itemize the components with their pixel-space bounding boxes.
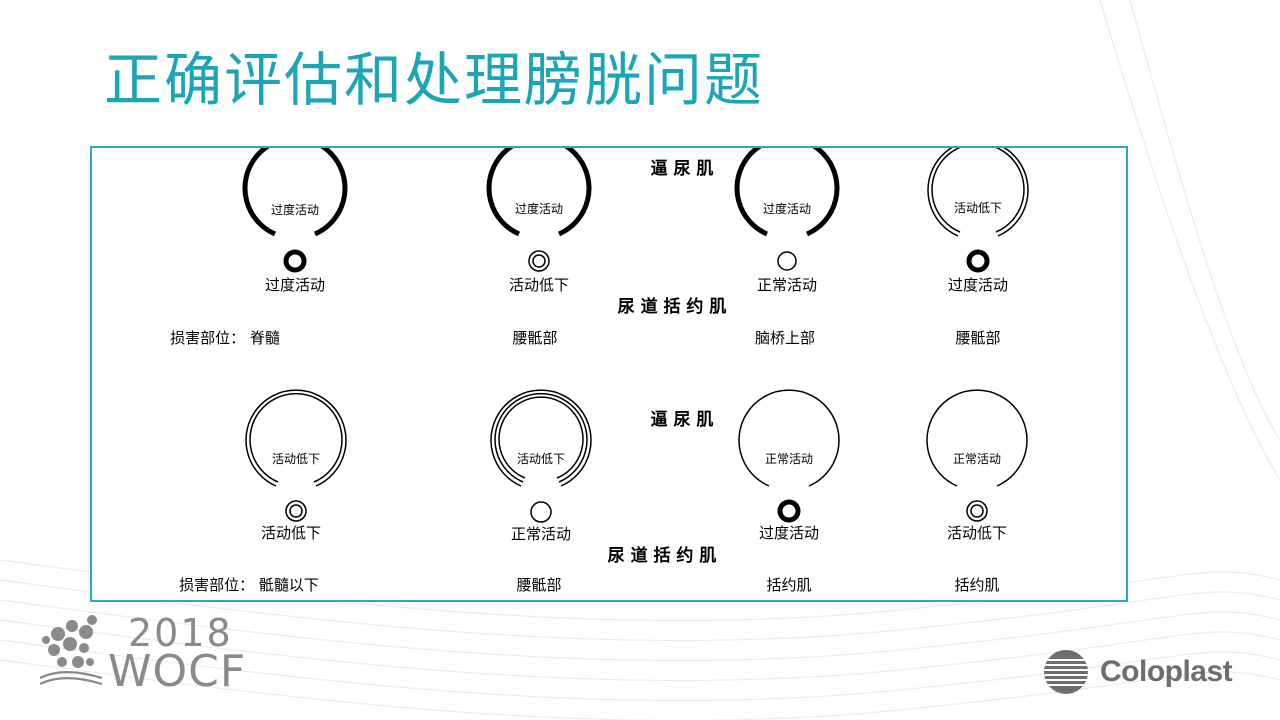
detrusor-ring <box>245 389 347 487</box>
detrusor-label: 逼 尿 肌 <box>651 159 714 179</box>
lesion-location: 腰骶部 <box>516 576 561 594</box>
sphincter-ring <box>528 250 550 272</box>
wocf-emblem-icon <box>39 615 103 686</box>
bladder-unit: 活动低下 正常活动 腰骶部 <box>490 389 592 594</box>
bladder-unit: 正常活动 活动低下 括约肌 <box>926 389 1028 594</box>
lesion-location: 脑桥上部 <box>755 329 815 347</box>
detrusor-label: 逼 尿 肌 <box>651 410 714 430</box>
detrusor-state: 活动低下 <box>954 201 1002 215</box>
coloplast-logo: Coloplast <box>1042 648 1252 696</box>
lesion-location: 损害部位： 骶髓以下 <box>179 576 319 594</box>
detrusor-state: 活动低下 <box>272 452 320 466</box>
bladder-unit: 活动低下 活动低下 损害部位： 骶髓以下 <box>179 389 347 594</box>
sphincter-ring <box>285 500 307 522</box>
lesion-location: 腰骶部 <box>512 329 557 347</box>
sphincter-ring <box>966 500 988 522</box>
bladder-unit: 过度活动 过度活动 损害部位： 脊髓 <box>170 148 348 347</box>
sphincter-ring <box>777 499 801 523</box>
detrusor-ring <box>486 148 592 237</box>
bladder-unit: 活动低下 过度活动 腰骶部 <box>927 148 1029 347</box>
detrusor-state: 正常活动 <box>953 452 1001 466</box>
detrusor-state: 过度活动 <box>763 201 811 216</box>
lesion-location: 损害部位： 脊髓 <box>170 329 280 347</box>
brand-name: Coloplast <box>1100 655 1233 688</box>
detrusor-ring <box>490 389 592 487</box>
sphincter-state: 过度活动 <box>759 524 819 542</box>
bladder-unit: 过度活动 活动低下 腰骶部 <box>486 148 592 347</box>
bladder-unit: 正常活动 过度活动 括约肌 <box>738 389 840 594</box>
detrusor-state: 过度活动 <box>515 201 563 216</box>
wocf-logo: 2018 WOCF <box>36 611 266 697</box>
detrusor-ring <box>242 148 348 237</box>
lesion-location: 括约肌 <box>954 576 999 594</box>
bladder-unit: 过度活动 正常活动 脑桥上部 <box>734 148 840 347</box>
bladder-diagram: 逼 尿 肌 尿 道 括 约 肌 过度活动 过度活动 损害部位： 脊髓 过度活动 … <box>90 146 1128 602</box>
detrusor-state: 活动低下 <box>517 452 565 466</box>
sphincter-ring <box>966 249 990 273</box>
sphincter-state: 正常活动 <box>757 276 817 294</box>
sphincter-ring <box>530 501 552 523</box>
detrusor-state: 过度活动 <box>271 202 319 217</box>
sphincter-label: 尿 道 括 约 肌 <box>608 545 717 566</box>
diagram-canvas: 逼 尿 肌 尿 道 括 约 肌 过度活动 过度活动 损害部位： 脊髓 过度活动 … <box>170 148 1029 594</box>
detrusor-ring <box>734 148 840 237</box>
detrusor-ring <box>927 148 1029 237</box>
sphincter-state: 过度活动 <box>948 276 1008 294</box>
sphincter-label: 尿 道 括 约 肌 <box>618 296 727 317</box>
lesion-location: 括约肌 <box>766 576 811 594</box>
event-year: 2018 <box>128 611 233 655</box>
sphincter-state: 活动低下 <box>947 524 1007 542</box>
sphincter-ring <box>283 249 307 273</box>
sphincter-state: 活动低下 <box>261 524 321 542</box>
detrusor-ring <box>926 389 1028 487</box>
lesion-location: 腰骶部 <box>955 329 1000 347</box>
coloplast-emblem-icon <box>1044 650 1088 694</box>
event-name: WOCF <box>108 646 247 697</box>
sphincter-state: 正常活动 <box>511 525 571 543</box>
detrusor-ring <box>738 389 840 487</box>
slide-title: 正确评估和处理膀胱问题 <box>104 46 765 114</box>
sphincter-state: 活动低下 <box>509 276 569 294</box>
sphincter-ring <box>777 251 797 271</box>
detrusor-state: 正常活动 <box>765 452 813 466</box>
sphincter-state: 过度活动 <box>265 276 325 294</box>
